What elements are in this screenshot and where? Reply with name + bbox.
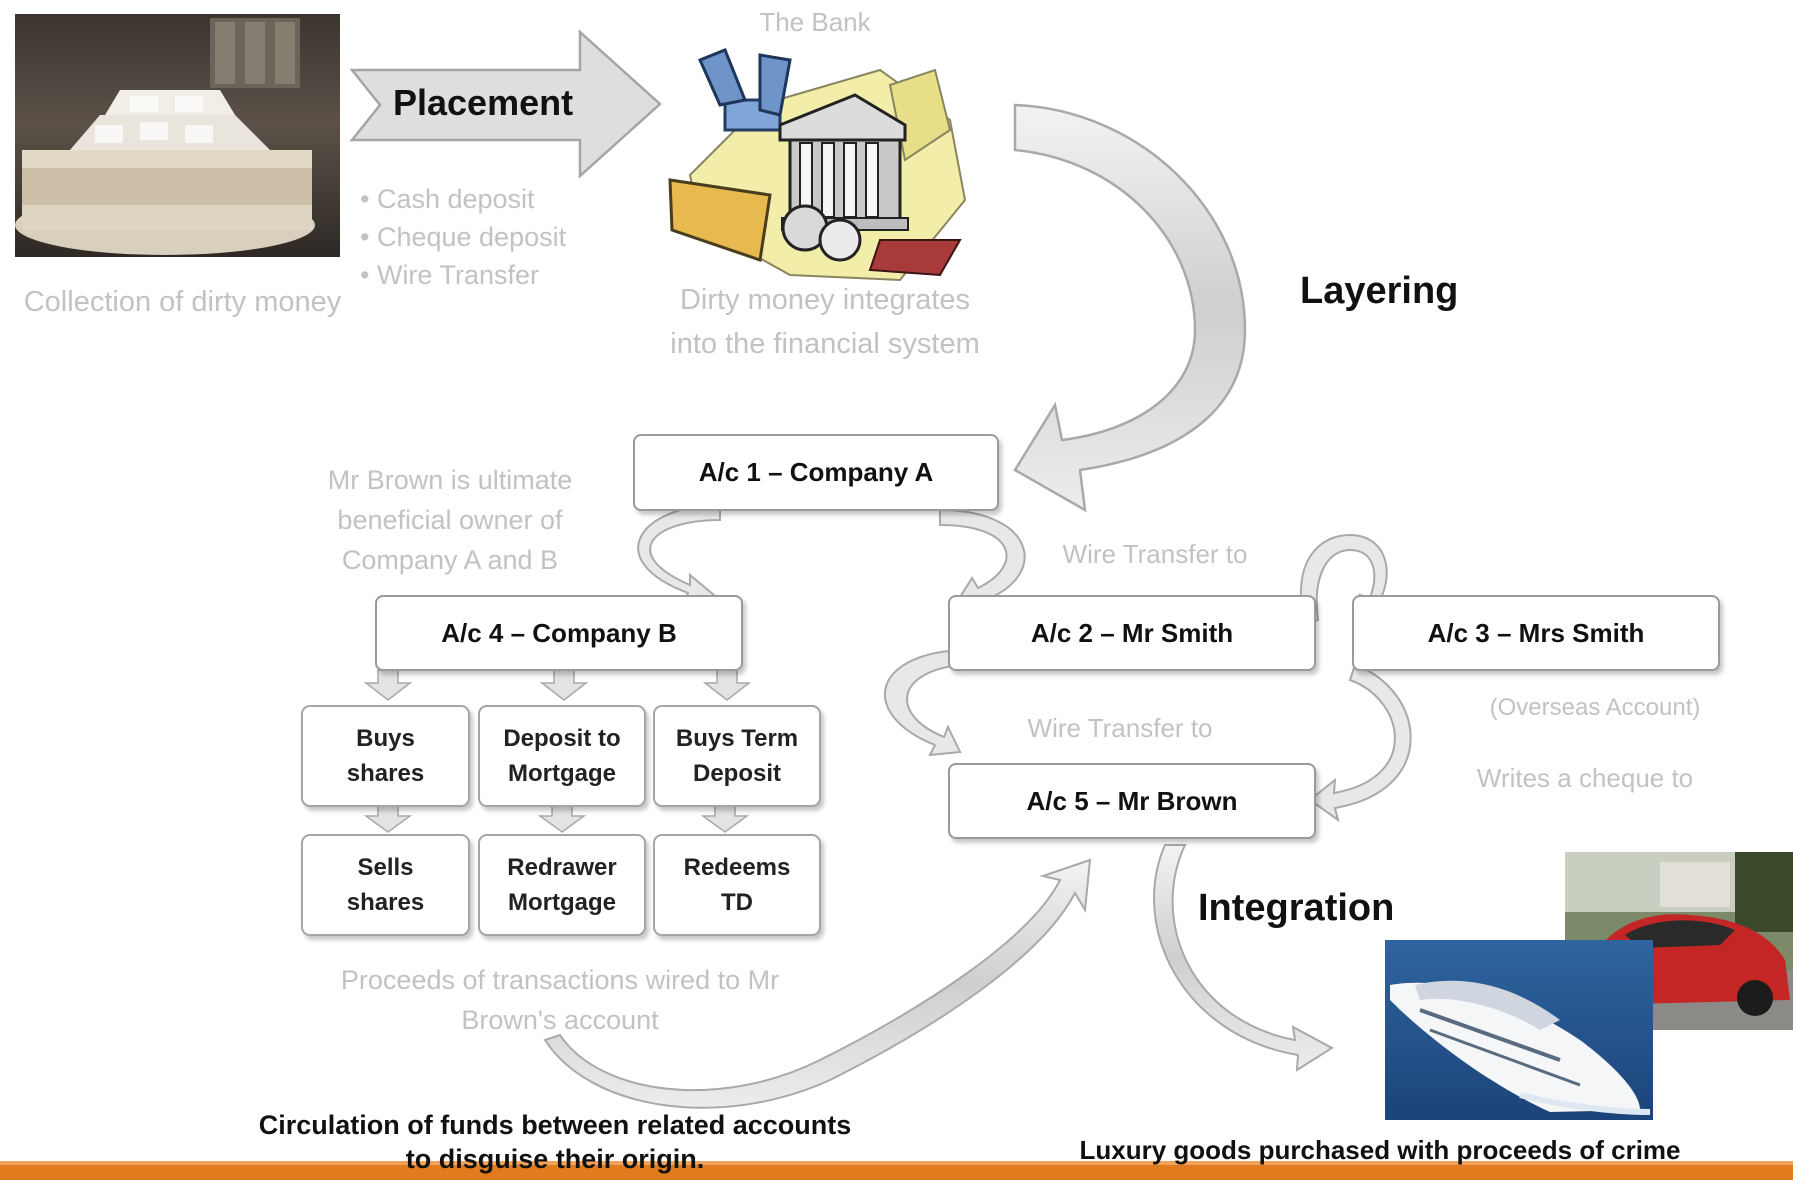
wire-transfer-label-1: Wire Transfer to	[1062, 539, 1248, 569]
arrow-ac3-to-ac5	[1308, 663, 1412, 823]
circulation-caption: Circulation of funds between related acc…	[258, 1110, 852, 1174]
placement-arrow	[349, 29, 662, 179]
down-arrows-row2	[363, 805, 750, 833]
layering-label: Layering	[1300, 270, 1459, 312]
account-box-ac4: A/c 4 – Company B	[375, 595, 743, 671]
placement-label: Placement	[393, 82, 574, 123]
transaction-buys-shares: Buys shares	[301, 705, 470, 807]
placement-methods-list: • Cash deposit • Cheque deposit • Wire T…	[360, 180, 566, 294]
transaction-redeems-td: Redeems TD	[653, 834, 821, 936]
beneficial-owner-note: Mr Brown is ultimate beneficial owner of…	[327, 465, 573, 575]
overseas-account-note: (Overseas Account)	[1489, 694, 1701, 721]
cash-pile-photo	[15, 14, 340, 257]
account-box-ac5: A/c 5 – Mr Brown	[948, 763, 1316, 839]
bank-building-icon	[668, 48, 967, 282]
wire-transfer-label-2: Wire Transfer to	[1027, 713, 1213, 743]
transaction-deposit-mortgage: Deposit to Mortgage	[478, 705, 646, 807]
writes-cheque-label: Writes a cheque to	[1476, 763, 1694, 793]
account-box-ac1: A/c 1 – Company A	[633, 434, 999, 511]
down-arrows-row1	[363, 669, 752, 701]
dirty-money-caption: Dirty money integrates into the financia…	[670, 284, 980, 360]
account-box-ac3: A/c 3 – Mrs Smith	[1352, 595, 1720, 671]
collection-caption: Collection of dirty money	[23, 286, 342, 318]
integration-label: Integration	[1198, 887, 1395, 929]
circulation-arrow	[543, 858, 1092, 1109]
integration-arrow	[1153, 844, 1334, 1072]
luxury-goods-caption: Luxury goods purchased with proceeds of …	[1079, 1135, 1681, 1165]
layering-arrow	[1013, 103, 1247, 513]
placement-method: • Cheque deposit	[360, 222, 567, 252]
account-box-ac2: A/c 2 – Mr Smith	[948, 595, 1316, 671]
arrow-ac1-to-ac4	[637, 503, 723, 607]
proceeds-note: Proceeds of transactions wired to Mr Bro…	[340, 965, 780, 1035]
transaction-redraw-mortgage: Redrawer Mortgage	[478, 834, 646, 936]
the-bank-label: The Bank	[759, 7, 871, 37]
yacht-photo	[1385, 940, 1653, 1120]
placement-method: • Wire Transfer	[360, 260, 539, 290]
bottom-bar	[0, 1161, 1793, 1180]
placement-method: • Cash deposit	[360, 184, 535, 214]
transaction-buys-term-deposit: Buys Term Deposit	[653, 705, 821, 807]
transaction-sells-shares: Sells shares	[301, 834, 470, 936]
arrow-ac2-to-ac5	[883, 648, 962, 757]
